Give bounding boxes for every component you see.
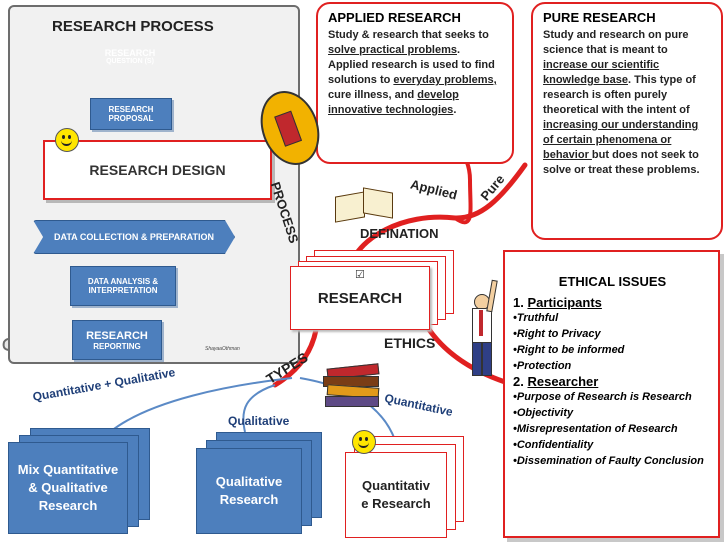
research-proposal-box: RESEARCH PROPOSAL (90, 98, 172, 130)
pure-research-title: PURE RESEARCH (543, 10, 656, 25)
researcher-heading: 2. Researcher (513, 374, 599, 389)
researcher-item: •Confidentiality (513, 439, 594, 451)
ethical-issues-title: ETHICAL ISSUES (558, 274, 667, 289)
checkbox-icon: ☑ (355, 269, 365, 281)
ethical-issues-box: ETHICAL ISSUES 1. Participants •Truthful… (503, 250, 720, 538)
ethics-label: ETHICS (384, 335, 436, 351)
types-branch-main (109, 377, 293, 433)
open-book-icon (335, 187, 393, 223)
research-design-box: RESEARCH DESIGN (43, 140, 272, 200)
stacked-books-icon (323, 362, 381, 408)
participant-item: •Right to Privacy (513, 328, 601, 340)
definition-label: DEFINATION (360, 226, 439, 241)
pure-research-callout: PURE RESEARCH Study and research on pure… (531, 2, 723, 240)
participant-item: •Protection (513, 360, 572, 372)
qualitative-label: Qualitative (228, 414, 290, 428)
research-process-title: RESEARCH PROCESS (52, 18, 214, 35)
research-reporting-box: RESEARCH REPORTING (72, 320, 162, 360)
researcher-item: •Purpose of Research is Research (513, 391, 692, 403)
research-center-box: RESEARCH (290, 266, 430, 330)
participant-item: •Truthful (513, 312, 559, 324)
smiley-icon (352, 430, 376, 454)
applied-research-callout: APPLIED RESEARCH Study & research that s… (316, 2, 514, 164)
types-branch-qual (242, 384, 276, 433)
participants-heading: 1. Participants (513, 295, 602, 310)
applied-research-title: APPLIED RESEARCH (328, 10, 461, 25)
smiley-icon (55, 128, 79, 152)
participant-item: •Right to be informed (513, 344, 625, 356)
research-question-label: RESEARCH QUESTION (S) (104, 48, 156, 65)
researcher-item: •Misrepresentation of Research (513, 423, 678, 435)
types-connector (272, 327, 319, 388)
pure-research-text: Study and research on pure science that … (543, 29, 700, 176)
credit-text: ShayaaOthman (205, 346, 240, 352)
researcher-item: •Objectivity (513, 407, 574, 419)
data-analysis-box: DATA ANALYSIS & INTERPRETATION (70, 266, 176, 306)
person-icon (462, 279, 502, 380)
data-collection-box: DATA COLLECTION & PREPARATION (33, 220, 235, 254)
applied-research-text: Study & research that seeks to solve pra… (328, 29, 497, 116)
researcher-item: •Dissemination of Faulty Conclusion (513, 455, 704, 467)
